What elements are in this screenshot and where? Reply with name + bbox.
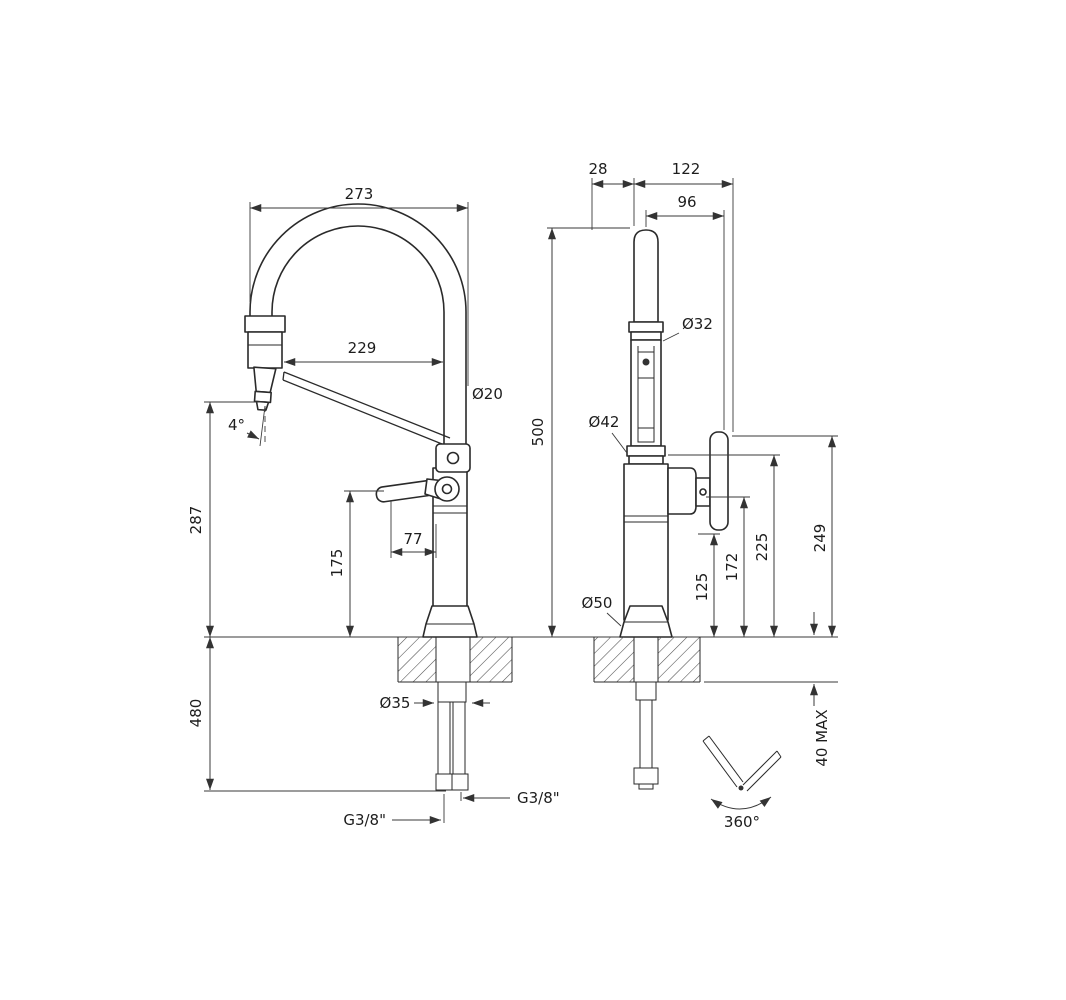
dim-172: 172	[723, 553, 741, 582]
dim-g38-right: G3/8"	[517, 789, 560, 807]
dim-249: 249	[811, 524, 829, 553]
dim-77: 77	[403, 530, 422, 548]
spout-tube	[249, 203, 467, 449]
dim-229: 229	[348, 339, 377, 357]
dim-40-max: 40 MAX	[813, 709, 831, 766]
construction-lines	[204, 636, 838, 792]
counter-front	[593, 637, 701, 683]
dimensions-front: 28 122 96 Ø32 Ø42 500 125 172 225 249	[529, 160, 838, 767]
rotation-symbol: 360°	[702, 735, 782, 831]
dim-480: 480	[187, 699, 205, 728]
counter-side	[397, 637, 513, 683]
dim-50-diameter: Ø50	[582, 594, 613, 612]
dim-125: 125	[693, 573, 711, 602]
dimensions-side: 273 229 Ø20 4° 287 480 175 77 Ø35 G3/8"	[187, 185, 560, 829]
dim-360: 360°	[724, 813, 760, 831]
faucet-body-front	[619, 463, 673, 638]
dim-g38-left: G3/8"	[343, 811, 386, 829]
side-view	[244, 203, 513, 791]
dim-175: 175	[328, 549, 346, 578]
handle-side	[375, 476, 460, 503]
hose-front	[633, 681, 659, 790]
dim-500: 500	[529, 418, 547, 447]
dim-32-diameter: Ø32	[682, 315, 713, 333]
spray-head	[244, 315, 286, 411]
dim-225: 225	[753, 533, 771, 562]
dim-28: 28	[588, 160, 607, 178]
dim-96: 96	[677, 193, 696, 211]
top-tube	[633, 229, 659, 323]
base-flange	[422, 605, 478, 638]
swivel-joint	[435, 443, 471, 473]
front-view	[593, 229, 729, 790]
dim-angle: 4°	[228, 416, 245, 434]
hoses-side	[435, 681, 469, 791]
dim-122: 122	[672, 160, 701, 178]
dim-273: 273	[345, 185, 374, 203]
dim-hole-diameter: Ø35	[380, 694, 411, 712]
dim-42-diameter: Ø42	[589, 413, 620, 431]
handle-front	[667, 431, 729, 531]
spray-holder-front	[626, 321, 666, 465]
spout-arm	[282, 371, 451, 447]
dim-287: 287	[187, 506, 205, 535]
dim-spout-diameter: Ø20	[472, 385, 503, 403]
